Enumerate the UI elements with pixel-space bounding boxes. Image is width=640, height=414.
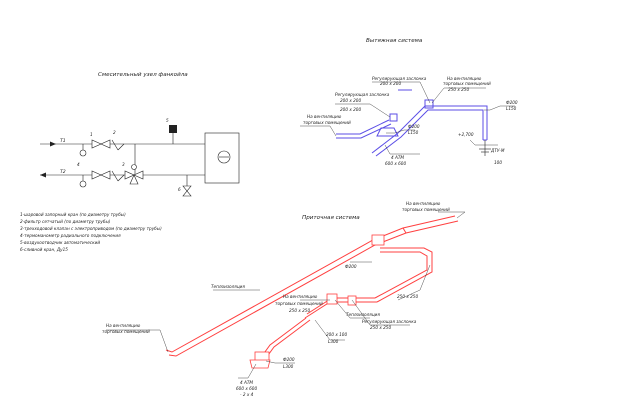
supply-system-diagram: Приточная система	[102, 201, 466, 397]
legend-item: 6-сливной кран, Ду15	[20, 247, 68, 252]
exhaust-label: L150	[506, 106, 517, 111]
supply-label: Регулирующая заслонка	[362, 319, 417, 324]
exhaust-label: Регулирующая заслонка	[372, 76, 427, 81]
supply-label: Ф200	[283, 357, 295, 362]
supply-label: торговых помещений	[102, 329, 150, 334]
supply-label: 200 x 100	[326, 332, 347, 337]
exhaust-label: 200 x 200	[340, 98, 361, 103]
exhaust-label: ДТУ-М	[490, 148, 505, 153]
damper-icon	[389, 113, 398, 122]
item-number-3: 3	[122, 162, 125, 167]
exhaust-title: Вытяжная система	[366, 38, 423, 44]
fancoil-legend: 1-шаровой запорный кран (по диаметру тру…	[20, 212, 162, 252]
supply-title: Приточная система	[302, 215, 360, 221]
damper-icon	[347, 295, 357, 306]
strainer-filter-icon	[111, 139, 125, 151]
thermomanometer-icon	[79, 149, 87, 157]
legend-item: 1-шаровой запорный кран (по диаметру тру…	[20, 212, 126, 217]
arrow-t2-icon	[40, 172, 46, 178]
exhaust-label: торговых помещений	[443, 81, 491, 86]
supply-label: - 2 x 4	[240, 392, 254, 397]
ball-valve-icon	[91, 170, 111, 180]
strainer-filter-icon	[111, 170, 125, 182]
item-number-1: 1	[90, 132, 93, 137]
supply-label: Теплоизоляция	[211, 284, 245, 289]
drain-valve-icon	[182, 185, 192, 192]
label-t2: Т2	[60, 169, 66, 175]
exhaust-label: L150	[408, 130, 419, 135]
supply-label: 4 АТМ	[240, 380, 253, 385]
thermomanometer-icon	[79, 180, 87, 188]
supply-label: На вентиляцию	[406, 201, 441, 206]
item-number-4: 4	[77, 162, 80, 167]
supply-label: торговых помещений	[402, 207, 450, 212]
item-number-6: 6	[178, 187, 181, 192]
exhaust-label: 4 АТМ	[391, 155, 404, 160]
exhaust-label: 600 x 600	[385, 161, 406, 166]
supply-label: На вентиляцию	[283, 294, 318, 299]
exhaust-label: +2,700	[458, 132, 474, 137]
supply-label: L300	[328, 339, 339, 344]
damper-icon	[424, 99, 434, 109]
exhaust-label: торговых помещений	[303, 120, 351, 125]
air-vent-icon	[169, 125, 177, 133]
exhaust-label: Ф200	[506, 100, 518, 105]
exhaust-label: 200 x 200	[340, 107, 361, 112]
supply-label: 250 x 250	[397, 294, 418, 299]
exhaust-label: 250 x 250	[448, 87, 469, 92]
arrow-t1-icon	[50, 141, 56, 147]
supply-label: 600 x 600	[236, 386, 257, 391]
item-number-5: 5	[166, 118, 169, 123]
item-number-2: 2	[113, 130, 116, 135]
three-way-valve-icon	[124, 164, 144, 185]
ball-valve-icon	[91, 139, 111, 149]
exhaust-label: На вентиляцию	[447, 76, 482, 81]
exhaust-label: Ф200	[408, 124, 420, 129]
supply-label: Ф200	[345, 264, 357, 269]
supply-label: Теплоизоляция	[346, 312, 380, 317]
supply-label: торговых помещений	[275, 301, 323, 306]
supply-label: L300	[283, 364, 294, 369]
legend-item: 3-трехходовой клапан с электроприводом (…	[20, 226, 162, 231]
exhaust-label: На вентиляцию	[307, 114, 342, 119]
fancoil-title: Смесительный узел фанкойла	[98, 72, 188, 78]
legend-item: 2-фильтр сетчатый (по диаметру трубы)	[20, 219, 111, 224]
legend-item: 4-термоманометр радиального подключения	[20, 233, 121, 238]
exhaust-label: 100	[494, 160, 502, 165]
diffuser-icon	[376, 127, 399, 137]
supply-duct	[165, 215, 459, 362]
exhaust-label: Регулирующая заслонка	[335, 92, 390, 97]
label-t1: Т1	[60, 138, 66, 144]
supply-label: 250 x 250	[289, 308, 310, 313]
exhaust-label: 200 x 200	[380, 81, 401, 86]
exhaust-system-diagram: Вытяжная система Регулирующая заслонка 2…	[300, 38, 518, 166]
supply-label: На вентиляцию	[106, 323, 141, 328]
supply-label: 250 x 250	[370, 325, 391, 330]
fancoil-mixing-unit-diagram: Смесительный узел фанкойла Т1 Т2	[20, 72, 240, 252]
legend-item: 5-воздухоотводчик автоматический	[20, 240, 100, 245]
